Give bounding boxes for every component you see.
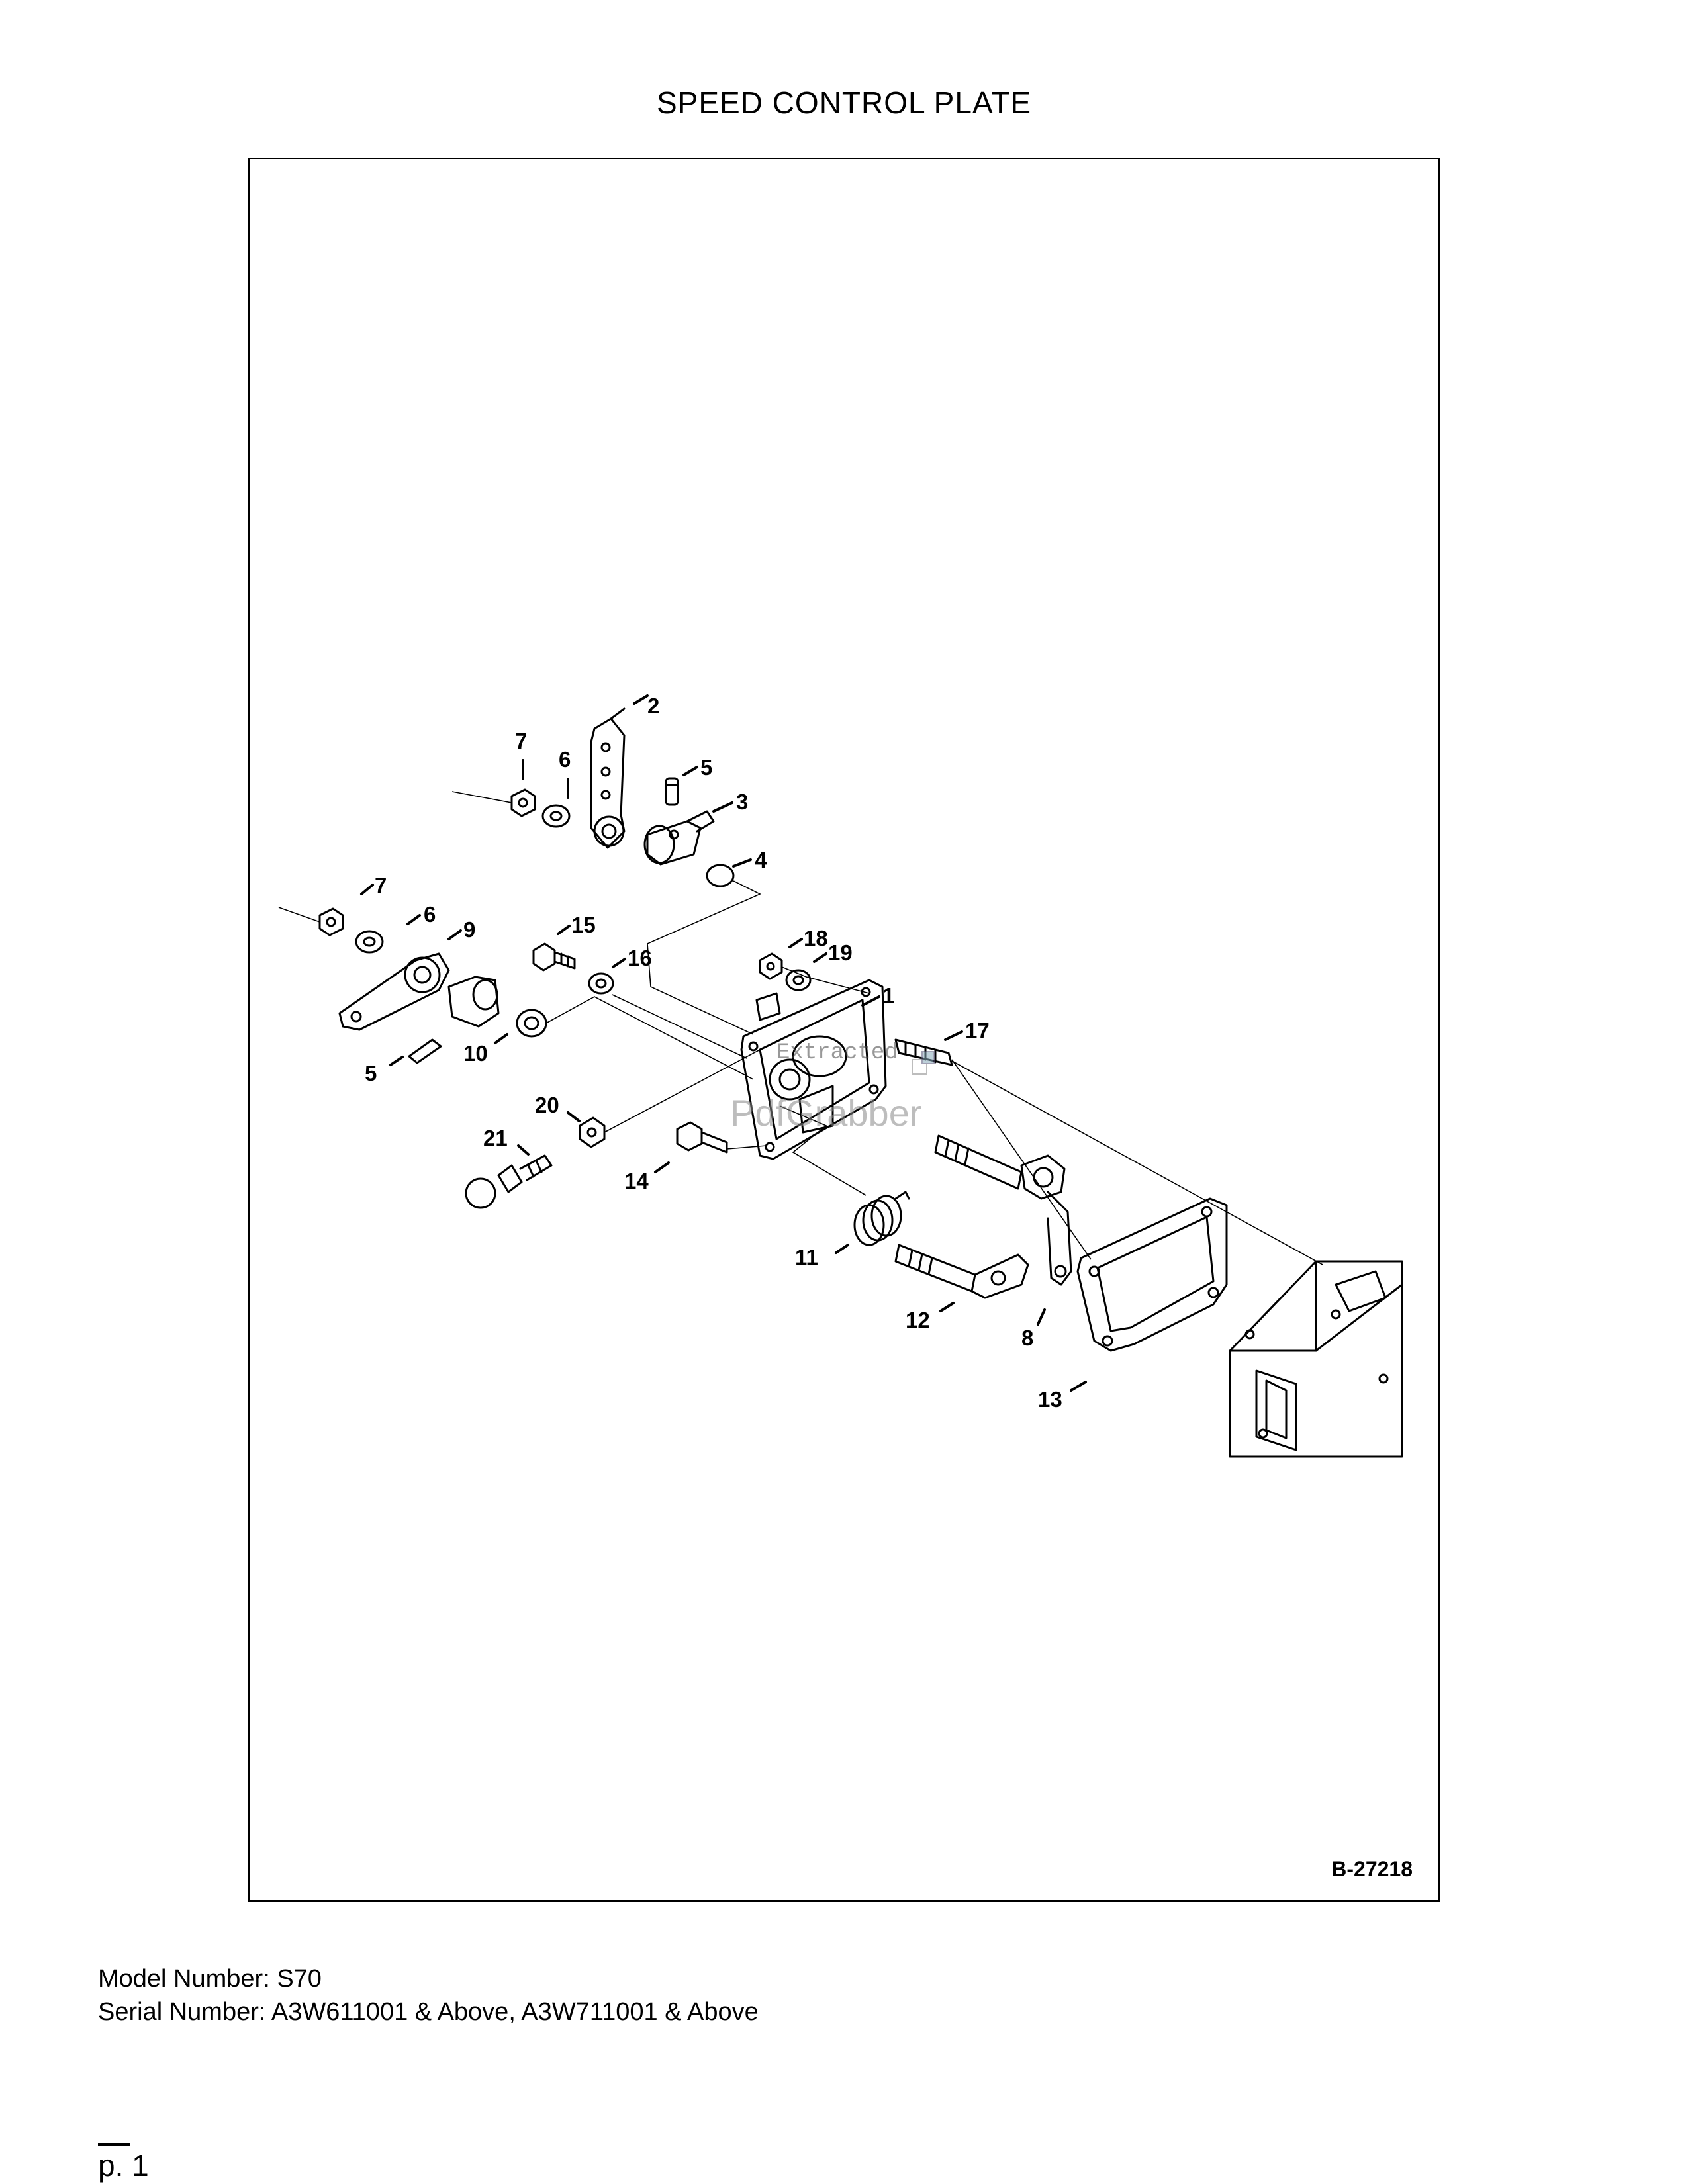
model-number: Model Number: S70 [98, 1965, 322, 1993]
washer-6-left [355, 930, 384, 954]
callout-4: 4 [755, 848, 767, 872]
callout-5-lower: 5 [365, 1061, 377, 1085]
callout-16: 16 [628, 946, 652, 970]
control-plate-1 [740, 979, 887, 1160]
callout-2: 2 [647, 694, 659, 718]
shaft-lever-8 [934, 1134, 1072, 1286]
diagram-frame: 2 7 6 5 3 4 7 6 9 15 16 18 19 1 17 5 10 … [248, 158, 1440, 1902]
callout-6-upper: 6 [559, 747, 571, 772]
callout-10: 10 [463, 1041, 488, 1066]
exploded-parts-diagram: 2 7 6 5 3 4 7 6 9 15 16 18 19 1 17 5 10 … [278, 694, 1403, 1458]
seal-10 [516, 1009, 547, 1038]
page-title: SPEED CONTROL PLATE [656, 85, 1031, 120]
nut-18 [759, 952, 783, 980]
engine-block [1229, 1260, 1403, 1458]
callout-8: 8 [1021, 1326, 1033, 1350]
leader-lines [360, 694, 1087, 1392]
callout-7-upper: 7 [515, 729, 527, 753]
callout-7-left: 7 [375, 873, 387, 897]
footer: Model Number: S70 Serial Number: A3W6110… [98, 1962, 759, 2028]
callout-18: 18 [804, 926, 828, 950]
nut-7-upper [510, 788, 536, 817]
page-number: p. 1 [98, 2148, 149, 2183]
spring-11 [853, 1191, 910, 1246]
serial-number: Serial Number: A3W611001 & Above, A3W711… [98, 1998, 759, 2026]
callout-14: 14 [624, 1169, 649, 1193]
callout-12: 12 [906, 1308, 930, 1332]
pin-5-upper [665, 777, 679, 806]
callout-11: 11 [795, 1245, 818, 1269]
assembly-lines [278, 791, 1323, 1265]
callout-3: 3 [736, 790, 748, 814]
callout-5-upper: 5 [700, 755, 712, 780]
svg-text:PdfGrabber: PdfGrabber [730, 1092, 922, 1134]
callout-13: 13 [1038, 1387, 1062, 1412]
svg-text:Extracted: Extracted [776, 1040, 898, 1066]
callout-17: 17 [965, 1019, 990, 1043]
figure-id: B-27218 [1331, 1857, 1413, 1881]
lever-2 [590, 707, 626, 849]
callout-1: 1 [882, 983, 894, 1008]
washer-16 [588, 972, 614, 995]
o-ring-4 [706, 864, 735, 887]
washer-19 [785, 969, 812, 991]
callout-6-left: 6 [424, 902, 436, 927]
callout-19: 19 [828, 940, 853, 965]
nut-7-left [318, 907, 344, 936]
stud-17 [894, 1038, 953, 1066]
hub-left [447, 976, 500, 1028]
pin-5-lower [408, 1038, 442, 1064]
screw-21 [465, 1154, 553, 1209]
callout-15: 15 [571, 913, 596, 937]
callout-21: 21 [483, 1126, 508, 1150]
shaft-12 [894, 1244, 1029, 1299]
callouts: 2 7 6 5 3 4 7 6 9 15 16 18 19 1 17 5 10 … [365, 694, 1062, 1412]
bolt-15 [532, 942, 576, 972]
page-number-rule [98, 2143, 130, 2146]
hub-3 [643, 810, 715, 866]
gasket-13 [1076, 1197, 1228, 1352]
lever-9 [338, 952, 450, 1031]
callout-9: 9 [463, 917, 475, 942]
nut-20 [579, 1116, 606, 1148]
watermark: Extracted PdfGrabber [730, 1040, 935, 1134]
washer-6-upper [541, 804, 571, 828]
bolt-14 [676, 1121, 728, 1154]
callout-20: 20 [535, 1093, 559, 1117]
